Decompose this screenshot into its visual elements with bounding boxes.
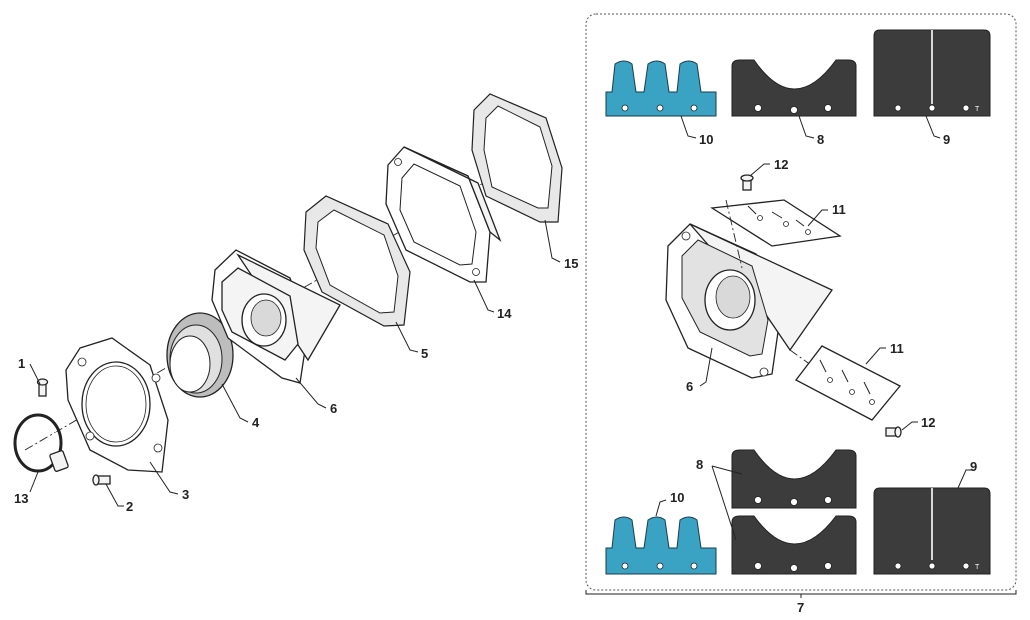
leader-kit-11-top — [807, 209, 828, 227]
leader-13 — [29, 471, 39, 493]
label-kit-9-bottom: 9 — [970, 459, 977, 474]
part-3-flange-plate — [65, 337, 169, 473]
kit-9-plate-bottom — [873, 487, 991, 575]
leader-kit-9-top — [925, 115, 941, 139]
leader-kit-6 — [699, 347, 713, 387]
kit-9-plate-mark-top: T — [975, 106, 980, 113]
label-14: 14 — [497, 306, 512, 321]
leader-6 — [295, 377, 327, 409]
kit-12-screw-bottom — [885, 426, 902, 438]
leader-kit-10-top — [680, 115, 697, 139]
leader-kit-8-top — [798, 115, 815, 139]
label-kit-12-bottom: 12 — [921, 415, 935, 430]
label-15: 15 — [564, 256, 578, 271]
part-14-reed-cage — [385, 146, 502, 283]
leader-kit-12-top — [749, 163, 770, 177]
label-kit-9-top: 9 — [943, 132, 950, 147]
part-2-screw — [92, 474, 111, 486]
label-13: 13 — [14, 491, 28, 506]
part-5-gasket — [303, 195, 411, 327]
label-7: 7 — [797, 600, 804, 615]
leader-14 — [473, 279, 495, 313]
label-3: 3 — [182, 487, 189, 502]
part-4-rubber-sleeve — [166, 312, 234, 398]
kit-12-screw-top — [740, 174, 754, 191]
kit-6-reed-block — [665, 223, 833, 379]
leader-kit-8-bottom — [711, 465, 743, 541]
label-kit-8-top: 8 — [817, 132, 824, 147]
kit-10-petal-bottom — [605, 516, 717, 575]
part-15-gasket — [471, 93, 563, 223]
label-kit-6: 6 — [686, 379, 693, 394]
kit-10-petal-top — [605, 60, 717, 117]
label-kit-10-top: 10 — [699, 132, 713, 147]
label-kit-10-bottom: 10 — [670, 490, 684, 505]
leader-4 — [221, 383, 249, 423]
kit-11-stop-top — [710, 199, 842, 247]
kit-9-plate-mark-bottom: T — [975, 564, 980, 571]
label-kit-12-top: 12 — [774, 157, 788, 172]
label-2: 2 — [126, 499, 133, 514]
kit-8-plate-bottom-a — [731, 449, 857, 509]
kit-11-stop-bottom — [795, 345, 902, 421]
leader-kit-12-bottom — [901, 421, 918, 431]
label-1: 1 — [18, 356, 25, 371]
kit-8-plate-top — [731, 59, 857, 117]
kit-7-bracket — [585, 590, 1017, 595]
leader-kit-9-bottom — [957, 469, 972, 489]
label-kit-8-bottom: 8 — [696, 457, 703, 472]
kit-7-boundary — [585, 13, 1017, 591]
label-kit-11-top: 11 — [832, 202, 846, 217]
leader-kit-11-bottom — [865, 347, 886, 365]
leader-15 — [544, 219, 561, 263]
label-4: 4 — [252, 415, 260, 430]
leader-kit-10-bottom — [655, 499, 667, 517]
kit-8-plate-bottom-b — [731, 515, 857, 575]
label-6: 6 — [330, 401, 337, 416]
kit-9-plate-top — [873, 29, 991, 117]
part-13-hose-clamp — [13, 413, 69, 473]
leader-5 — [395, 321, 419, 353]
label-kit-11-bottom: 11 — [890, 341, 904, 356]
leader-2 — [105, 483, 124, 507]
leader-1 — [29, 363, 41, 385]
leader-3 — [149, 461, 179, 495]
label-5: 5 — [421, 346, 428, 361]
